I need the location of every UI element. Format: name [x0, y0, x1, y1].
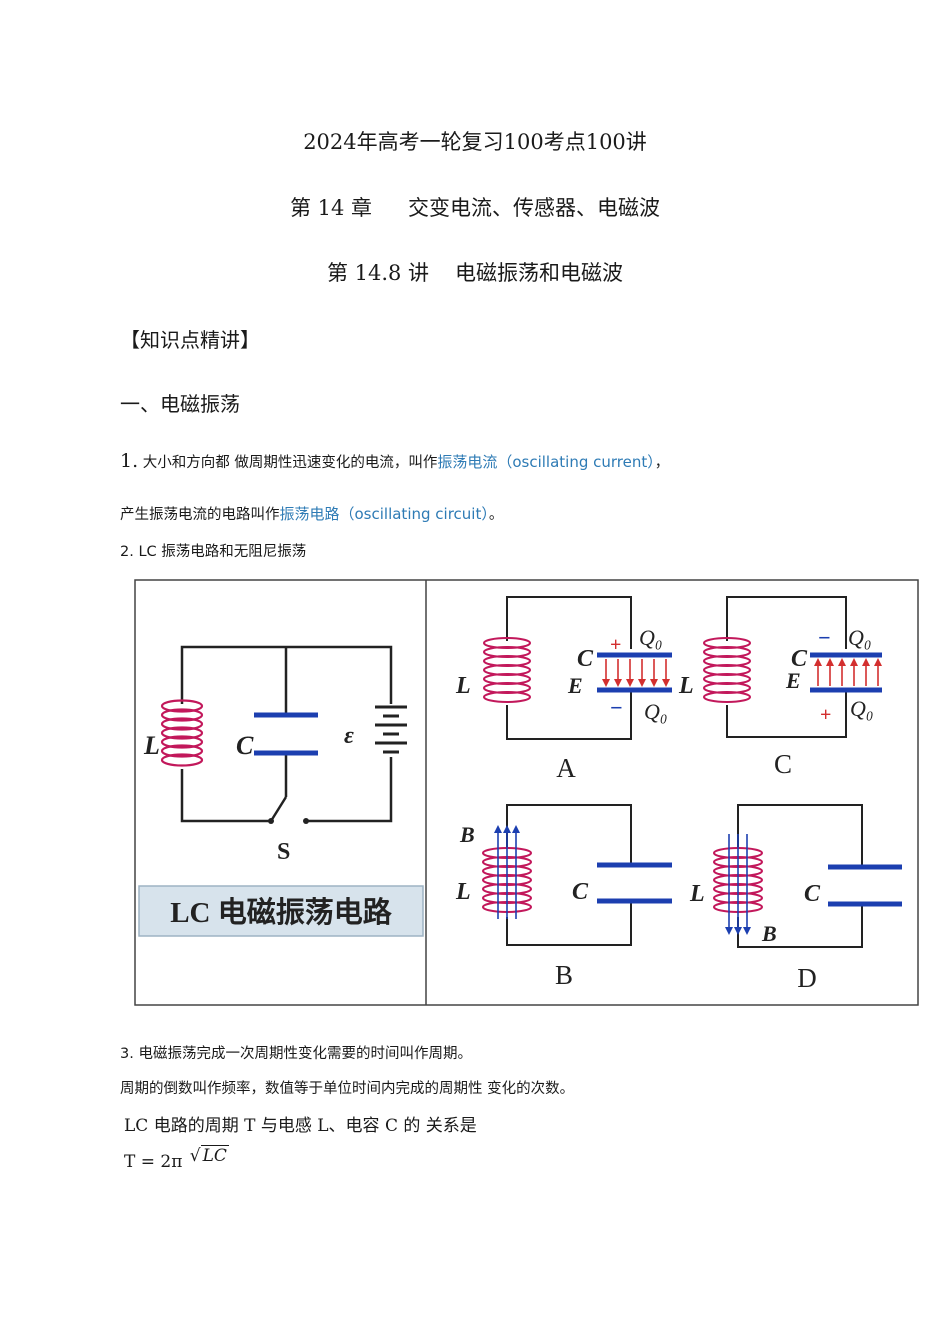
paragraph-text: 电磁振荡完成一次周期性变化需要的时间叫作周期。 — [138, 1046, 472, 1062]
panel-label: C — [774, 749, 792, 779]
circuit-caption: LC 电磁振荡电路 — [170, 895, 393, 929]
chapter-name: 交变电流、传感器、电磁波 — [408, 196, 661, 220]
label-C: C — [577, 646, 594, 672]
paragraph-1-line2: 产生振荡电流的电路叫作振荡电路（oscillating circuit）。 — [120, 503, 503, 524]
panel-A: L C E + − Q₀ Q₀ A — [455, 596, 672, 783]
knowledge-header: 【知识点精讲】 — [120, 328, 260, 352]
inductor-coil — [483, 637, 531, 703]
wire — [506, 901, 632, 946]
punctuation: 。 — [488, 507, 504, 523]
item-number: 1. — [120, 450, 139, 472]
wire — [726, 692, 847, 738]
panel-label: D — [797, 963, 817, 993]
label-L: L — [689, 881, 705, 907]
paragraph-text: 产生振荡电流的电路叫作 — [120, 507, 280, 523]
formula-lhs: T = 2π — [124, 1152, 183, 1172]
magnetic-field-arrows-down — [725, 834, 751, 935]
panel-C: L C E − + Q₀ Q₀ C — [678, 596, 882, 779]
minus-sign: − — [818, 625, 831, 650]
label-L: L — [455, 879, 471, 905]
panel-label: A — [556, 753, 576, 783]
charge-label: Q₀ — [850, 696, 874, 721]
punctuation: ， — [654, 455, 670, 471]
plus-sign: + — [610, 634, 621, 656]
label-E: E — [567, 673, 583, 698]
wire — [506, 596, 632, 649]
term-oscillating-current: 振荡电流（oscillating current） — [437, 453, 655, 471]
chapter-heading: 第 14 章 交变电流、传感器、电磁波 — [0, 192, 950, 222]
lecture-heading: 第 14.8 讲 电磁振荡和电磁波 — [0, 257, 950, 287]
charge-label: Q₀ — [639, 625, 663, 650]
lecture-label: 第 14.8 讲 — [326, 261, 430, 285]
wire — [180, 769, 269, 823]
label-C: C — [791, 646, 808, 672]
field-arrows-up — [814, 658, 882, 686]
period-formula: T = 2π √LC — [124, 1145, 229, 1172]
switch-contact — [303, 818, 309, 824]
paragraph-text: LC 振荡电路和无阻尼振荡 — [138, 544, 307, 560]
formula-radicand: LC — [200, 1145, 229, 1166]
sqrt-symbol: √ — [189, 1146, 201, 1166]
panel-label: B — [555, 960, 573, 990]
battery — [375, 705, 407, 754]
wire — [726, 596, 847, 649]
plus-sign: + — [820, 704, 831, 726]
panel-B: B L C B — [455, 804, 672, 990]
label-switch: S — [277, 839, 290, 865]
label-B-field: B — [459, 822, 475, 847]
lc-circuit-figure: L C ε S LC 电磁振荡电路 L C E + − Q₀ — [134, 579, 919, 1006]
inductor-coil — [703, 637, 751, 703]
wire — [737, 804, 863, 865]
paragraph-2: 2. LC 振荡电路和无阻尼振荡 — [120, 540, 306, 561]
label-C: C — [236, 731, 254, 760]
paragraph-3: 3. 电磁振荡完成一次周期性变化需要的时间叫作周期。 — [120, 1042, 472, 1063]
paragraph-text: 大小和方向都 做周期性迅速变化的电流，叫作 — [142, 455, 438, 471]
caption-box — [138, 885, 424, 937]
panel-D: L B C D — [689, 804, 902, 993]
term-oscillating-circuit: 振荡电路（oscillating circuit） — [279, 505, 489, 523]
chapter-label: 第 14 章 — [289, 196, 373, 220]
paragraph-3-line3: LC 电路的周期 T 与电感 L、电容 C 的 关系是 — [124, 1116, 477, 1136]
paragraph-1: 1. 大小和方向都 做周期性迅速变化的电流，叫作振荡电流（oscillating… — [120, 450, 669, 472]
label-L: L — [678, 673, 694, 699]
switch-lever — [269, 796, 288, 822]
section-heading: 一、电磁振荡 — [120, 392, 240, 416]
item-number: 2. — [120, 544, 134, 560]
label-C: C — [804, 881, 821, 907]
field-arrows-down — [602, 659, 670, 687]
label-E: E — [785, 668, 801, 693]
label-emf: ε — [344, 723, 354, 749]
wire — [506, 692, 632, 740]
figure-frame — [134, 579, 919, 1006]
label-L: L — [455, 673, 471, 699]
lecture-name: 电磁振荡和电磁波 — [455, 261, 624, 285]
wire — [306, 757, 393, 823]
item-number: 3. — [120, 1046, 134, 1062]
label-C: C — [572, 879, 589, 905]
magnetic-field-arrows-up — [494, 825, 520, 919]
label-B-field: B — [761, 921, 777, 946]
left-circuit: L C ε S LC 电磁振荡电路 — [138, 645, 424, 937]
minus-sign: − — [610, 695, 623, 720]
label-L: L — [143, 731, 160, 760]
document-title: 2024年高考一轮复习100考点100讲 — [303, 130, 647, 154]
inductor-coil — [160, 699, 204, 767]
paragraph-3-line2: 周期的倒数叫作频率，数值等于单位时间内完成的周期性 变化的次数。 — [120, 1081, 575, 1097]
charge-label: Q₀ — [644, 699, 668, 724]
charge-label: Q₀ — [848, 625, 872, 650]
